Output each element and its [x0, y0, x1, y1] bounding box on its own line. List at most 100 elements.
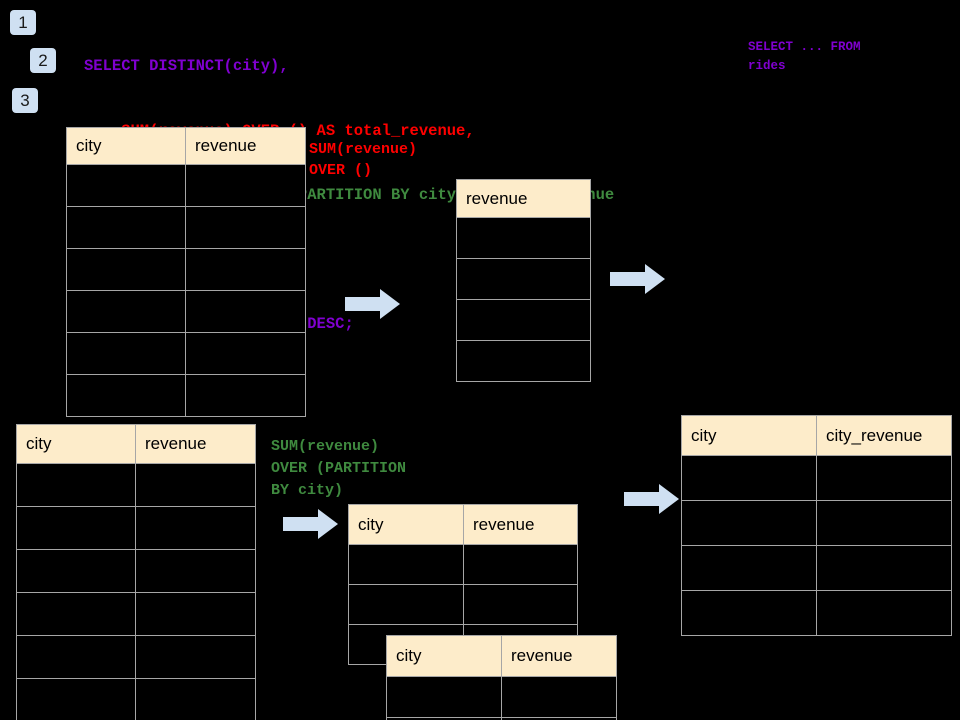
table-row	[456, 258, 591, 300]
arrow-source-to-total	[345, 288, 401, 320]
table-cell	[66, 164, 186, 207]
table-source-bottom: city revenue	[16, 424, 256, 720]
table-cell	[135, 678, 256, 720]
arrow-right-icon	[283, 509, 338, 539]
table-header-row: revenue	[456, 179, 591, 218]
table-row	[681, 545, 952, 591]
table-cell	[501, 717, 617, 720]
table-cell	[66, 374, 186, 417]
table-row	[16, 506, 256, 550]
table-cell	[456, 299, 591, 341]
table-row	[456, 217, 591, 259]
column-header-city: city	[386, 635, 502, 677]
table-cell	[66, 206, 186, 249]
table-row	[66, 374, 306, 417]
table-partition-back: city revenue	[348, 504, 578, 665]
table-cell	[185, 164, 306, 207]
table-cell	[66, 332, 186, 375]
column-header-city: city	[66, 127, 186, 165]
table-row	[66, 164, 306, 207]
table-row	[386, 676, 617, 718]
table-cell	[348, 584, 464, 625]
arrow-right-icon	[624, 484, 679, 514]
arrow-partition-to-result	[624, 483, 680, 515]
arrow-total-to-result	[610, 263, 666, 295]
column-header-city-revenue: city_revenue	[816, 415, 952, 456]
step-badge-2: 2	[30, 48, 56, 73]
table-cell	[456, 217, 591, 259]
table-row	[16, 678, 256, 720]
annotation-sum-over-empty: SUM(revenue) OVER ()	[309, 141, 418, 179]
column-header-revenue: revenue	[463, 504, 578, 545]
table-row	[16, 549, 256, 593]
annotation-sum-over-partition: SUM(revenue) OVER (PARTITION BY city)	[271, 438, 407, 499]
arrow-source-to-partition	[283, 508, 339, 540]
table-cell	[386, 676, 502, 718]
table-header-row: city city_revenue	[681, 415, 952, 456]
table-row	[66, 290, 306, 333]
table-row	[681, 590, 952, 636]
table-cell	[185, 206, 306, 249]
arrow-right-icon	[610, 264, 665, 294]
table-cell	[816, 590, 952, 636]
table-cell	[681, 455, 817, 501]
table-cell	[185, 290, 306, 333]
table-row	[16, 592, 256, 636]
table-row	[16, 463, 256, 507]
table-row	[456, 340, 591, 382]
table-total-revenue: revenue	[456, 179, 591, 382]
table-row	[66, 332, 306, 375]
table-cell	[348, 544, 464, 585]
column-header-city: city	[681, 415, 817, 456]
table-cell	[816, 545, 952, 591]
table-row	[386, 717, 617, 720]
column-header-revenue: revenue	[185, 127, 306, 165]
table-cell	[185, 374, 306, 417]
table-cell	[16, 549, 136, 593]
table-header-row: city revenue	[66, 127, 306, 165]
table-cell	[135, 635, 256, 679]
table-cell	[16, 463, 136, 507]
table-cell	[456, 340, 591, 382]
table-row	[681, 455, 952, 501]
table-cell	[681, 500, 817, 546]
table-cell	[16, 635, 136, 679]
table-cell	[681, 590, 817, 636]
table-row	[66, 206, 306, 249]
table-source-top: city revenue	[66, 127, 306, 417]
column-header-revenue: revenue	[456, 179, 591, 218]
table-row	[348, 544, 578, 585]
table-cell	[185, 248, 306, 291]
table-cell	[185, 332, 306, 375]
table-header-row: city revenue	[386, 635, 617, 677]
table-result: city city_revenue	[681, 415, 952, 636]
step-badge-1: 1	[10, 10, 36, 35]
table-row	[348, 584, 578, 625]
table-cell	[816, 455, 952, 501]
table-cell	[135, 506, 256, 550]
arrow-right-icon	[345, 289, 400, 319]
table-row	[66, 248, 306, 291]
table-row	[681, 500, 952, 546]
sql-code-line-1: SELECT DISTINCT(city),	[84, 57, 289, 75]
column-header-city: city	[16, 424, 136, 464]
table-cell	[66, 290, 186, 333]
column-header-revenue: revenue	[135, 424, 256, 464]
table-cell	[501, 676, 617, 718]
step-badge-3: 3	[12, 88, 38, 113]
annotation-select-from-rides: SELECT ... FROM rides	[748, 40, 861, 73]
table-cell	[456, 258, 591, 300]
table-cell	[66, 248, 186, 291]
table-cell	[16, 592, 136, 636]
table-row	[456, 299, 591, 341]
table-cell	[463, 584, 578, 625]
table-cell	[16, 506, 136, 550]
table-cell	[681, 545, 817, 591]
table-header-row: city revenue	[16, 424, 256, 464]
table-cell	[135, 549, 256, 593]
table-cell	[463, 544, 578, 585]
column-header-city: city	[348, 504, 464, 545]
column-header-revenue: revenue	[501, 635, 617, 677]
table-header-row: city revenue	[348, 504, 578, 545]
